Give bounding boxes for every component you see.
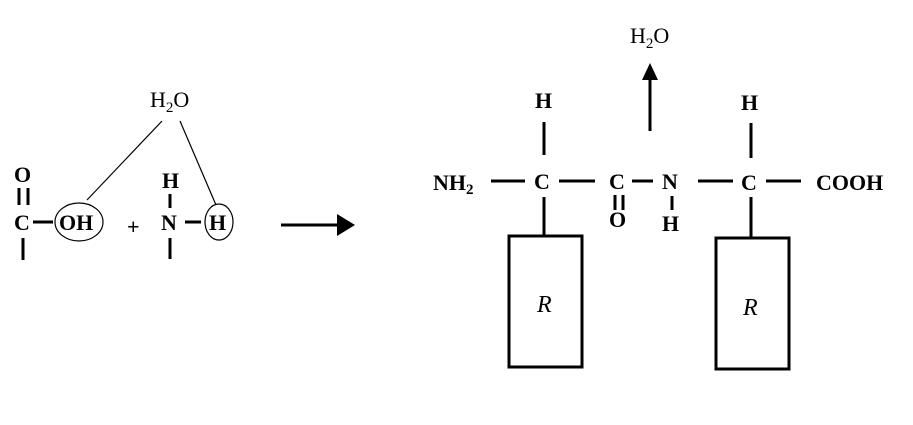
alpha1-carbon: C bbox=[534, 169, 550, 194]
carboxyl-group: COOH bbox=[816, 170, 883, 195]
amide-hydrogen: H bbox=[662, 211, 679, 236]
acid-hydroxyl: OH bbox=[59, 210, 93, 235]
water-label-right: H2O bbox=[630, 23, 669, 52]
acid-oxygen: O bbox=[14, 162, 31, 187]
water-label-left: H2O bbox=[150, 87, 189, 116]
amino-group: NH2 bbox=[433, 170, 474, 198]
oh-circle bbox=[54, 202, 104, 242]
alpha2-carbon: C bbox=[741, 170, 757, 195]
amine-top-hydrogen: H bbox=[162, 168, 179, 193]
water-release-arrow bbox=[642, 63, 658, 131]
r-group-2-box bbox=[714, 236, 791, 371]
r-group-1-box bbox=[507, 234, 584, 369]
amide-nitrogen: N bbox=[662, 169, 678, 194]
amine-nitrogen: N bbox=[161, 210, 177, 235]
r-group-1-label: R bbox=[536, 292, 552, 318]
reaction-arrow bbox=[281, 214, 355, 236]
r-group-2-label: R bbox=[742, 295, 758, 321]
acid-carbon: C bbox=[14, 210, 30, 235]
carbonyl-oxygen: O bbox=[609, 207, 626, 232]
h-circle bbox=[204, 203, 234, 241]
water-to-oh-line bbox=[86, 120, 163, 201]
amine-right-hydrogen: H bbox=[209, 210, 226, 235]
carbonyl-carbon: C bbox=[609, 169, 625, 194]
alpha1-hydrogen: H bbox=[535, 88, 552, 113]
plus-sign: + bbox=[127, 214, 140, 239]
water-to-h-line bbox=[179, 120, 217, 206]
alpha2-hydrogen: H bbox=[741, 90, 758, 115]
product-group: H2O NH2 H C R C O N H H C bbox=[433, 23, 883, 371]
reactants-group: H2O O C OH + H N H bbox=[14, 87, 234, 260]
